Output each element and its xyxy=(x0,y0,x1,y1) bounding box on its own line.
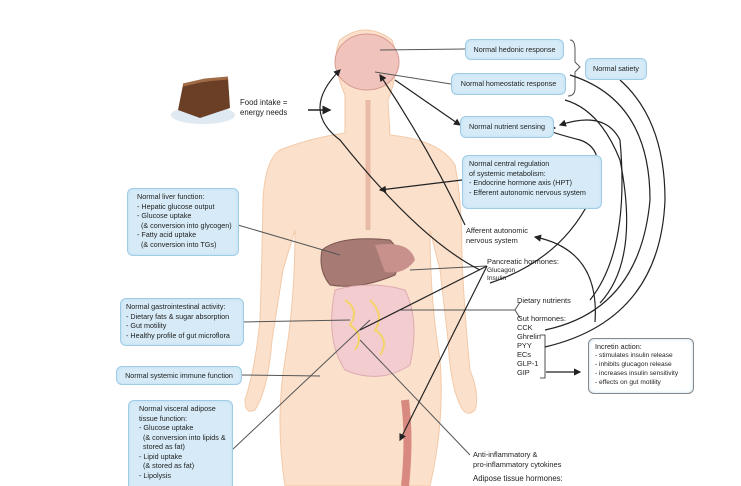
afferent-nervous-line: nervous system xyxy=(466,235,518,245)
gi-activity-box: Normal gastrointestinal activity: - Diet… xyxy=(120,298,244,346)
central-regulation-item: - Efferent autonomic nervous system xyxy=(469,187,586,197)
central-regulation-item: - Endocrine hormone axis (HPT) xyxy=(469,178,573,187)
gut-hormone-item: GLP-1 xyxy=(517,359,539,368)
adipose-function-item: stored as fat) xyxy=(139,442,185,451)
central-regulation-title: Normal central regulation xyxy=(469,159,550,168)
gut-hormone-item: PYY xyxy=(517,341,532,350)
liver-function-item: - Fatty acid uptake xyxy=(137,230,197,239)
stomach xyxy=(375,244,415,273)
pancreatic-hormones-title: Pancreatic hormones: xyxy=(487,257,559,266)
adipose-function-title: tissue function: xyxy=(139,413,187,423)
liver-function-item: - Glucose uptake xyxy=(137,211,192,220)
satiety-box: Normal satiety xyxy=(585,58,647,80)
incretin-action-item: - inhibits glucagon release xyxy=(595,361,672,368)
incretin-action-title: Incretin action: xyxy=(595,342,642,351)
homeostatic-response-box: Normal homeostatic response xyxy=(451,73,566,95)
liver-function-title: Normal liver function: xyxy=(137,192,205,201)
gi-activity-item: - Gut motility xyxy=(126,321,167,330)
cytokines-line: Anti-inflammatory & xyxy=(473,450,538,459)
cake-icon xyxy=(171,76,235,124)
adipose-function-item: (& conversion into lipids & xyxy=(139,432,226,442)
incretin-action-item: - effects on gut motility xyxy=(595,379,661,386)
brain xyxy=(334,33,400,91)
cytokines-line: pro-inflammatory cytokines xyxy=(473,459,562,469)
nutrient-sensing-box: Normal nutrient sensing xyxy=(460,116,554,138)
central-regulation-title: of systemic metabolism: xyxy=(469,168,546,178)
gut-hormones-title: Gut hormones: xyxy=(517,314,566,323)
cytokines-label: Anti-inflammatory &pro-inflammatory cyto… xyxy=(473,450,561,469)
incretin-action-box: Incretin action: - stimulates insulin re… xyxy=(588,338,694,394)
dietary-nutrients-label: Dietary nutrients xyxy=(517,296,571,305)
liver-function-box: Normal liver function: - Hepatic glucose… xyxy=(127,188,239,256)
food-intake-line: energy needs xyxy=(240,107,288,117)
gi-activity-item: - Dietary fats & sugar absorption xyxy=(126,311,230,321)
adipose-function-item: (& stored as fat) xyxy=(139,461,195,470)
adipose-function-item: - Lipid uptake xyxy=(139,451,183,461)
muscle xyxy=(401,399,412,486)
immune-function-box: Normal systemic immune function xyxy=(116,366,242,385)
gut-hormone-item: CCK xyxy=(517,323,533,332)
small-intestine-detail xyxy=(344,299,385,356)
adipose-function-item: - Glucose uptake xyxy=(139,423,194,432)
incretin-action-item: - stimulates insulin release xyxy=(595,352,673,359)
liver-function-item: (& conversion into glycogen) xyxy=(137,220,232,230)
food-intake-label: Food intake =energy needs xyxy=(240,98,287,117)
food-intake-line: Food intake = xyxy=(240,98,288,107)
adipose-function-item: - Lipolysis xyxy=(139,470,171,480)
pancreatic-hormone-item: Insulin xyxy=(487,275,507,282)
gut-hormone-item: ECs xyxy=(517,350,531,359)
afferent-nervous-line: Afferent autonomic xyxy=(466,226,528,235)
liver-function-item: (& conversion into TGs) xyxy=(137,239,217,249)
hedonic-response-box: Normal hedonic response xyxy=(465,39,564,60)
pancreatic-hormone-item: Glucagon xyxy=(487,266,516,274)
adipose-function-title: Normal visceral adipose xyxy=(139,404,216,413)
adipose-hormones-label: Adipose tissue hormones: xyxy=(473,474,563,483)
intestines xyxy=(331,284,415,377)
gi-activity-title: Normal gastrointestinal activity: xyxy=(126,302,226,311)
gut-hormone-item: Ghrelin xyxy=(517,332,541,341)
connector-lines xyxy=(231,39,581,456)
gi-activity-item: - Healthy profile of gut microflora xyxy=(126,330,230,340)
liver-function-item: - Hepatic glucose output xyxy=(137,201,215,211)
gut-hormone-item: GIP xyxy=(517,368,530,377)
incretin-action-item: - increases insulin sensitivity xyxy=(595,370,679,377)
